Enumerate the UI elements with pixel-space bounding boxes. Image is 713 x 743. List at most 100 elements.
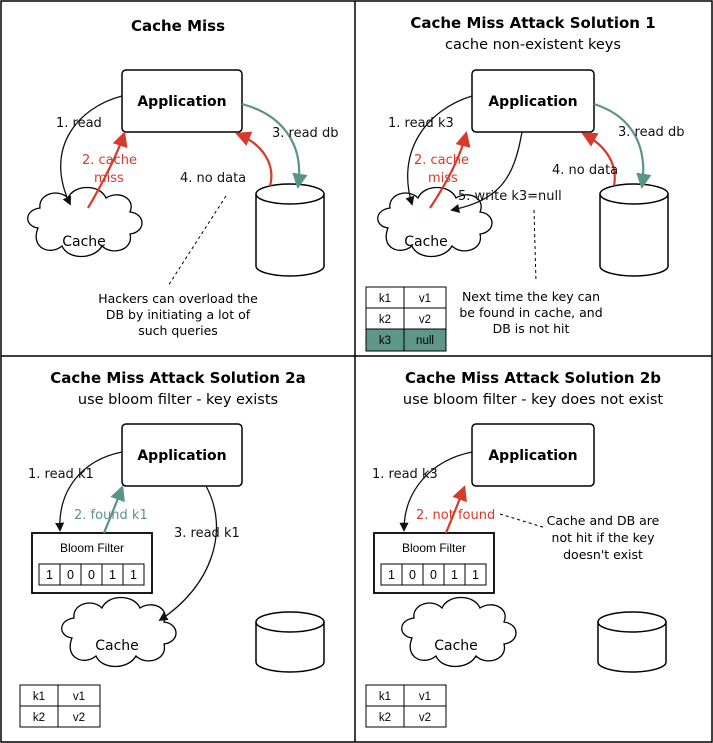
panel-solution-2a: Cache Miss Attack Solution 2a use bloom … [19, 369, 325, 728]
note-line-2: be found in cache, and [459, 305, 602, 320]
cache-label: Cache [62, 234, 106, 250]
bloom-filter-title: Bloom Filter [60, 541, 124, 555]
bloom-filter: Bloom Filter 1 0 0 1 1 [31, 532, 153, 594]
application-box [471, 423, 595, 487]
bit-cell: 1 [46, 568, 53, 582]
database-cylinder [255, 611, 325, 673]
table-cell: v1 [419, 691, 431, 703]
arrow-no-data [581, 132, 616, 187]
arrow-not-found [444, 485, 467, 534]
cache-cloud [61, 596, 177, 668]
label-cache-miss: 2. cache [414, 153, 469, 168]
bloom-filter: Bloom Filter 1 0 0 1 1 [373, 532, 495, 594]
arrow-found [102, 485, 125, 534]
arrow-read [399, 451, 473, 532]
application-box [471, 69, 595, 133]
table-cell: null [416, 335, 434, 347]
note-line-2: DB by initiating a lot of [106, 307, 251, 322]
note-line-2: not hit if the key [552, 530, 656, 545]
note-line-3: such queries [138, 323, 218, 338]
note-line-1: Cache and DB are [547, 513, 660, 528]
label-found: 2. found k1 [74, 508, 148, 523]
note-line-1: Hackers can overload the [98, 291, 258, 306]
application-label: Application [488, 94, 577, 110]
cache-cloud [401, 596, 517, 668]
table-cell: v2 [419, 314, 431, 326]
database-cylinder [255, 183, 325, 277]
panel-cache-miss: Cache Miss Application Cache 1. read 2. … [27, 17, 338, 338]
database-body [255, 622, 325, 673]
table-cell: k1 [379, 691, 391, 703]
cache-label: Cache [95, 638, 139, 654]
label-read-db: 3. read db [618, 125, 684, 140]
note-pointer [533, 209, 537, 283]
panel-title: Cache Miss Attack Solution 2a [50, 369, 305, 387]
table-cell: k2 [33, 712, 45, 724]
arrow-read [60, 95, 123, 206]
table-cell: v2 [419, 712, 431, 724]
panel-title: Cache Miss Attack Solution 2b [405, 369, 661, 387]
bit-cell: 0 [67, 568, 74, 582]
table-cell: v2 [73, 712, 85, 724]
bloom-filter-title: Bloom Filter [402, 541, 466, 555]
note-pointer [167, 195, 227, 287]
label-read: 1. read k3 [388, 116, 454, 131]
label-not-found: 2. not found [416, 508, 495, 523]
application-label: Application [137, 94, 226, 110]
database-cylinder [599, 183, 669, 277]
database-body [597, 622, 667, 673]
label-cache-miss-2: miss [428, 171, 458, 186]
bit-cell: 1 [388, 568, 395, 582]
arrow-read [405, 95, 473, 206]
cache-cloud [27, 186, 143, 258]
label-read: 1. read [56, 116, 102, 131]
cache-label: Cache [404, 234, 448, 250]
bit-cell: 0 [88, 568, 95, 582]
table-cell: v1 [73, 691, 85, 703]
label-read: 1. read k1 [28, 467, 94, 482]
arrow-read [55, 451, 123, 532]
panel-subtitle: use bloom filter - key does not exist [403, 392, 664, 408]
arrow-write-null [450, 131, 523, 213]
cache-table: k1 v1 k2 v2 k3 null [365, 286, 447, 352]
label-read-db: 3. read db [272, 126, 338, 141]
label-cache-miss: 2. cache [82, 153, 137, 168]
panel-solution-2b: Cache Miss Attack Solution 2b use bloom … [365, 369, 667, 728]
panel-title: Cache Miss Attack Solution 1 [410, 14, 655, 32]
bit-cell: 1 [472, 568, 479, 582]
table-cell: k1 [379, 293, 391, 305]
label-no-data: 4. no data [180, 171, 246, 186]
arrow-cache-miss [429, 131, 471, 209]
application-box [121, 69, 243, 133]
label-cache-miss-2: miss [94, 171, 124, 186]
panel-subtitle: cache non-existent keys [445, 37, 621, 53]
table-cell: k2 [379, 712, 391, 724]
table-cell: k2 [379, 314, 391, 326]
cache-table: k1 v1 k2 v2 [365, 684, 447, 728]
bit-cell: 0 [409, 568, 416, 582]
note-pointer [499, 513, 547, 529]
database-cylinder [597, 611, 667, 673]
arrow-no-data [235, 131, 273, 187]
note-line-3: doesn't exist [563, 547, 643, 562]
table-cell: k3 [379, 335, 391, 347]
application-label: Application [137, 448, 226, 464]
bit-cell: 1 [451, 568, 458, 582]
table-cell: v1 [419, 293, 431, 305]
cache-table: k1 v1 k2 v2 [19, 684, 101, 728]
label-write-null: 5. write k3=null [458, 189, 562, 204]
label-read-cache: 3. read k1 [174, 526, 240, 541]
note-line-1: Next time the key can [462, 289, 600, 304]
bit-cell: 0 [430, 568, 437, 582]
arrow-read-cache [158, 485, 218, 621]
bit-cell: 1 [130, 568, 137, 582]
label-no-data: 4. no data [552, 163, 618, 178]
label-read: 1. read k3 [372, 467, 438, 482]
application-label: Application [488, 448, 577, 464]
bit-cell: 1 [109, 568, 116, 582]
panel-solution-1: Cache Miss Attack Solution 1 cache non-e… [365, 14, 684, 352]
arrow-read-db [241, 102, 308, 190]
application-box [121, 423, 243, 487]
